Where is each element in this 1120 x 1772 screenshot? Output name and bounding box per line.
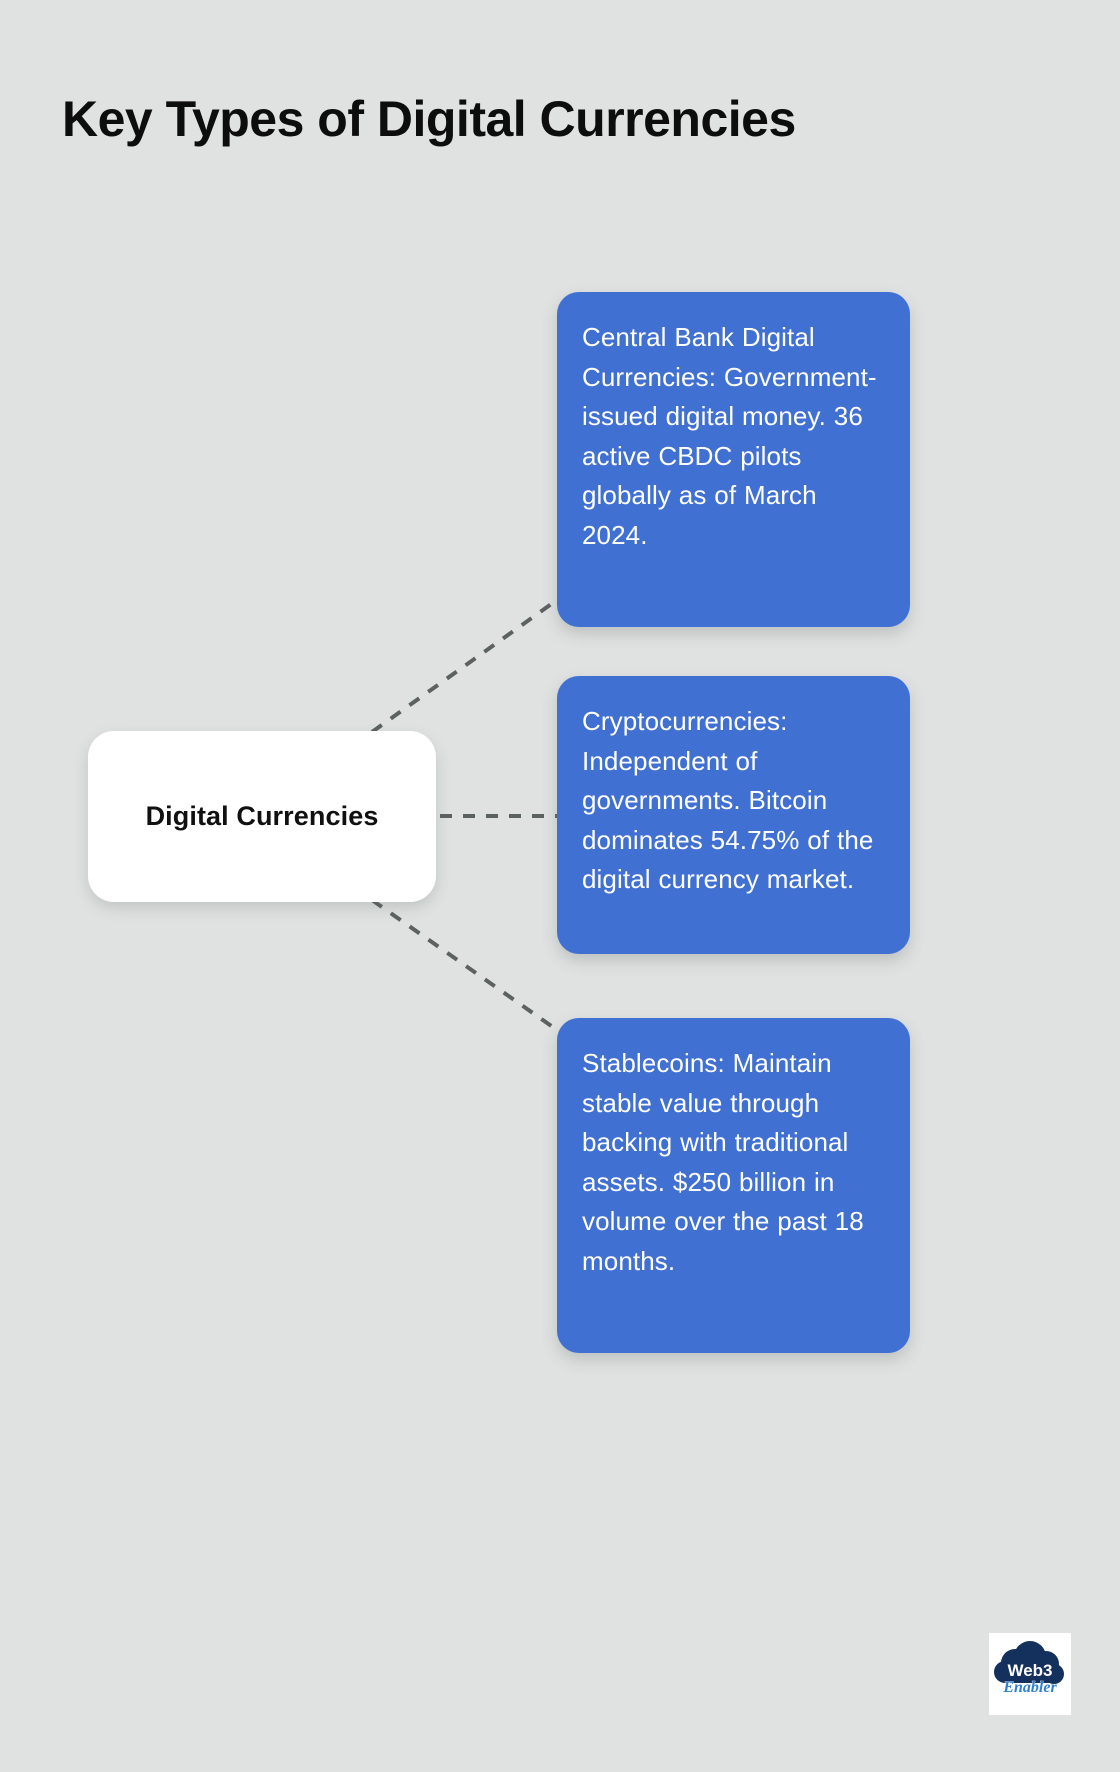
branch-card-stablecoins[interactable]: Stablecoins: Maintain stable value throu…: [557, 1018, 910, 1353]
center-node[interactable]: Digital Currencies: [88, 731, 436, 902]
connector-to-cbdc: [370, 598, 559, 734]
branch-card-text: Cryptocurrencies: Independent of governm…: [582, 706, 874, 895]
branch-card-text: Central Bank Digital Currencies: Governm…: [582, 322, 877, 550]
logo-secondary-text: Enabler: [1002, 1679, 1057, 1696]
cloud-icon: Web3 Enabler: [994, 1641, 1064, 1696]
page-title: Key Types of Digital Currencies: [62, 91, 796, 147]
branch-card-cbdc[interactable]: Central Bank Digital Currencies: Governm…: [557, 292, 910, 627]
logo-primary-text: Web3: [1007, 1661, 1052, 1680]
web3-enabler-logo[interactable]: Web3 Enabler: [989, 1633, 1071, 1715]
branch-card-crypto[interactable]: Cryptocurrencies: Independent of governm…: [557, 676, 910, 954]
cloud-shape: [994, 1641, 1064, 1684]
branch-card-text: Stablecoins: Maintain stable value throu…: [582, 1048, 864, 1276]
connector-to-stablecoins: [370, 898, 559, 1032]
center-node-label: Digital Currencies: [145, 801, 379, 831]
